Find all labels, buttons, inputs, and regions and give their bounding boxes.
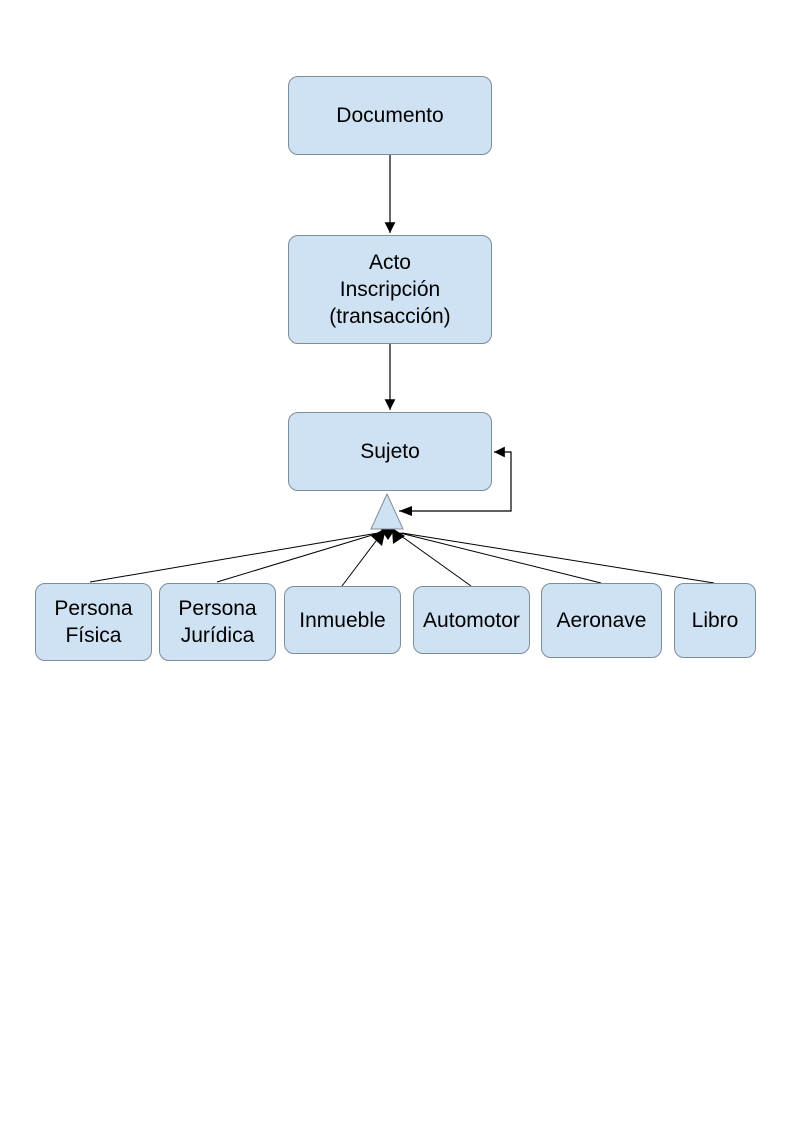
node-fisica-label: Persona Física bbox=[54, 597, 133, 647]
node-documento-label: Documento bbox=[336, 104, 444, 127]
edge-libro-sujeto bbox=[401, 532, 715, 584]
edge-automotor-sujeto bbox=[396, 532, 472, 587]
node-inmueble-label: Inmueble bbox=[299, 608, 386, 632]
node-acto-label: Acto Inscripción (transacción) bbox=[329, 251, 451, 328]
node-libro[interactable]: Libro bbox=[674, 583, 756, 658]
node-automotor[interactable]: Automotor bbox=[413, 586, 530, 654]
node-juridica-label: Persona Jurídica bbox=[178, 597, 257, 647]
converging-arrowheads bbox=[371, 528, 405, 546]
node-aeronave[interactable]: Aeronave bbox=[541, 583, 662, 658]
node-sujeto-label: Sujeto bbox=[360, 440, 420, 463]
node-persona-juridica[interactable]: Persona Jurídica bbox=[159, 583, 276, 661]
node-documento[interactable]: Documento bbox=[288, 76, 492, 155]
edge-inmueble-sujeto bbox=[341, 532, 383, 587]
node-persona-fisica[interactable]: Persona Física bbox=[35, 583, 152, 661]
node-automotor-label: Automotor bbox=[423, 608, 520, 632]
node-sujeto[interactable]: Sujeto bbox=[288, 412, 492, 491]
edge-aeronave-sujeto bbox=[399, 532, 602, 584]
generalization-triangle bbox=[370, 492, 404, 530]
node-libro-label: Libro bbox=[691, 609, 739, 632]
self-association-start-arrow bbox=[399, 506, 412, 516]
edge-fisica-sujeto bbox=[89, 532, 379, 583]
edge-sujeto-self bbox=[399, 446, 512, 512]
node-inmueble[interactable]: Inmueble bbox=[284, 586, 401, 654]
node-acto-inscripcion[interactable]: Acto Inscripción (transacción) bbox=[288, 235, 492, 344]
node-aeronave-label: Aeronave bbox=[556, 609, 647, 632]
edge-juridica-sujeto bbox=[216, 532, 380, 583]
